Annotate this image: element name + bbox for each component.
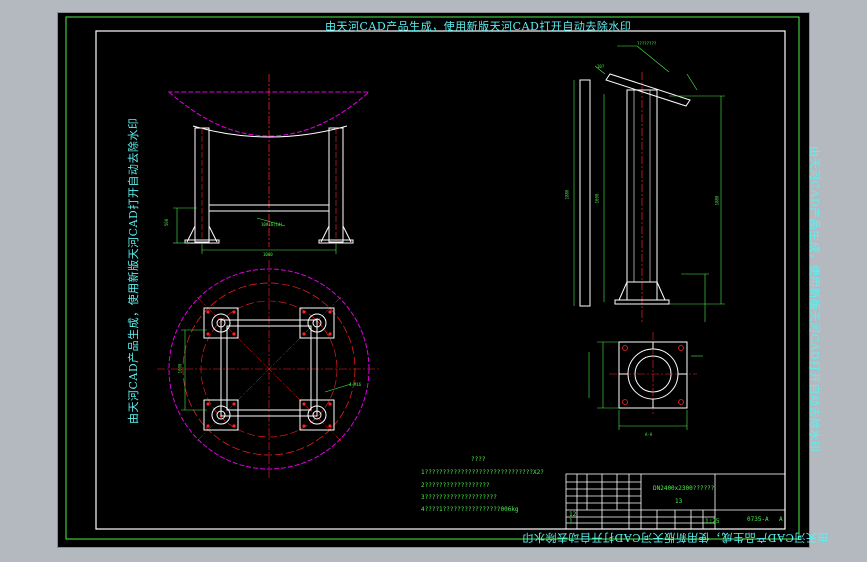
title-block-drawing-number: 0735-A [747, 516, 769, 523]
plan-dim: 1000 [177, 363, 183, 374]
outer-border [65, 16, 800, 540]
side-dim-1: 1880 [564, 189, 570, 200]
cad-drawing-canvas [65, 16, 800, 540]
notes-line-4: 4????1????????????????006kg [421, 506, 519, 513]
drawing-frame [95, 30, 786, 530]
watermark-bottom: 由天河CAD产品生成，使用新版天河CAD打开自动去除水印 [522, 531, 829, 544]
watermark-top: 由天河CAD产品生成，使用新版天河CAD打开自动去除水印 [325, 20, 632, 33]
side-view [573, 45, 725, 324]
notes-line-3: 3???????????????????? [421, 494, 497, 501]
cad-viewport[interactable]: 由天河CAD产品生成，使用新版天河CAD打开自动去除水印 由天河CAD产品生成，… [57, 12, 828, 548]
front-leader-label: 10#16(14) [261, 222, 283, 227]
plan-leader-label: 4-M16 [349, 382, 362, 387]
side-top-label: ???????? [637, 41, 657, 46]
notes-heading: ???? [471, 456, 486, 463]
side-dim-3: 1880 [714, 195, 720, 206]
side-angle-label: 10? [597, 64, 605, 69]
front-width-dim: 1000 [263, 252, 273, 257]
title-block-scale: 1:25 [705, 518, 720, 525]
notes-line-2: 2?????????????????? [421, 482, 490, 489]
title-block-sub-label: 13 [675, 498, 683, 505]
notes-line-1: 1??????????????????????????????X2? [421, 469, 544, 476]
title-block-drawing-name: DN2400x2300?????? [653, 485, 715, 492]
title-block-sheet: A [779, 516, 783, 523]
base-section-label: A-A [645, 432, 653, 437]
side-dim-2: 1600 [594, 193, 600, 204]
base-plate-section [588, 332, 703, 430]
title-block-row-a: 12 [569, 511, 577, 518]
front-view [167, 74, 371, 254]
watermark-right: 由天河CAD产品生成，使用新版天河CAD打开自动去除水印 [808, 146, 821, 453]
front-height-dim: 500 [164, 218, 170, 227]
plan-view [157, 260, 381, 478]
title-block-lines [565, 473, 786, 530]
watermark-left: 由天河CAD产品生成，使用新版天河CAD打开自动去除水印 [127, 117, 140, 424]
title-block-row-b: 1 [569, 518, 573, 525]
